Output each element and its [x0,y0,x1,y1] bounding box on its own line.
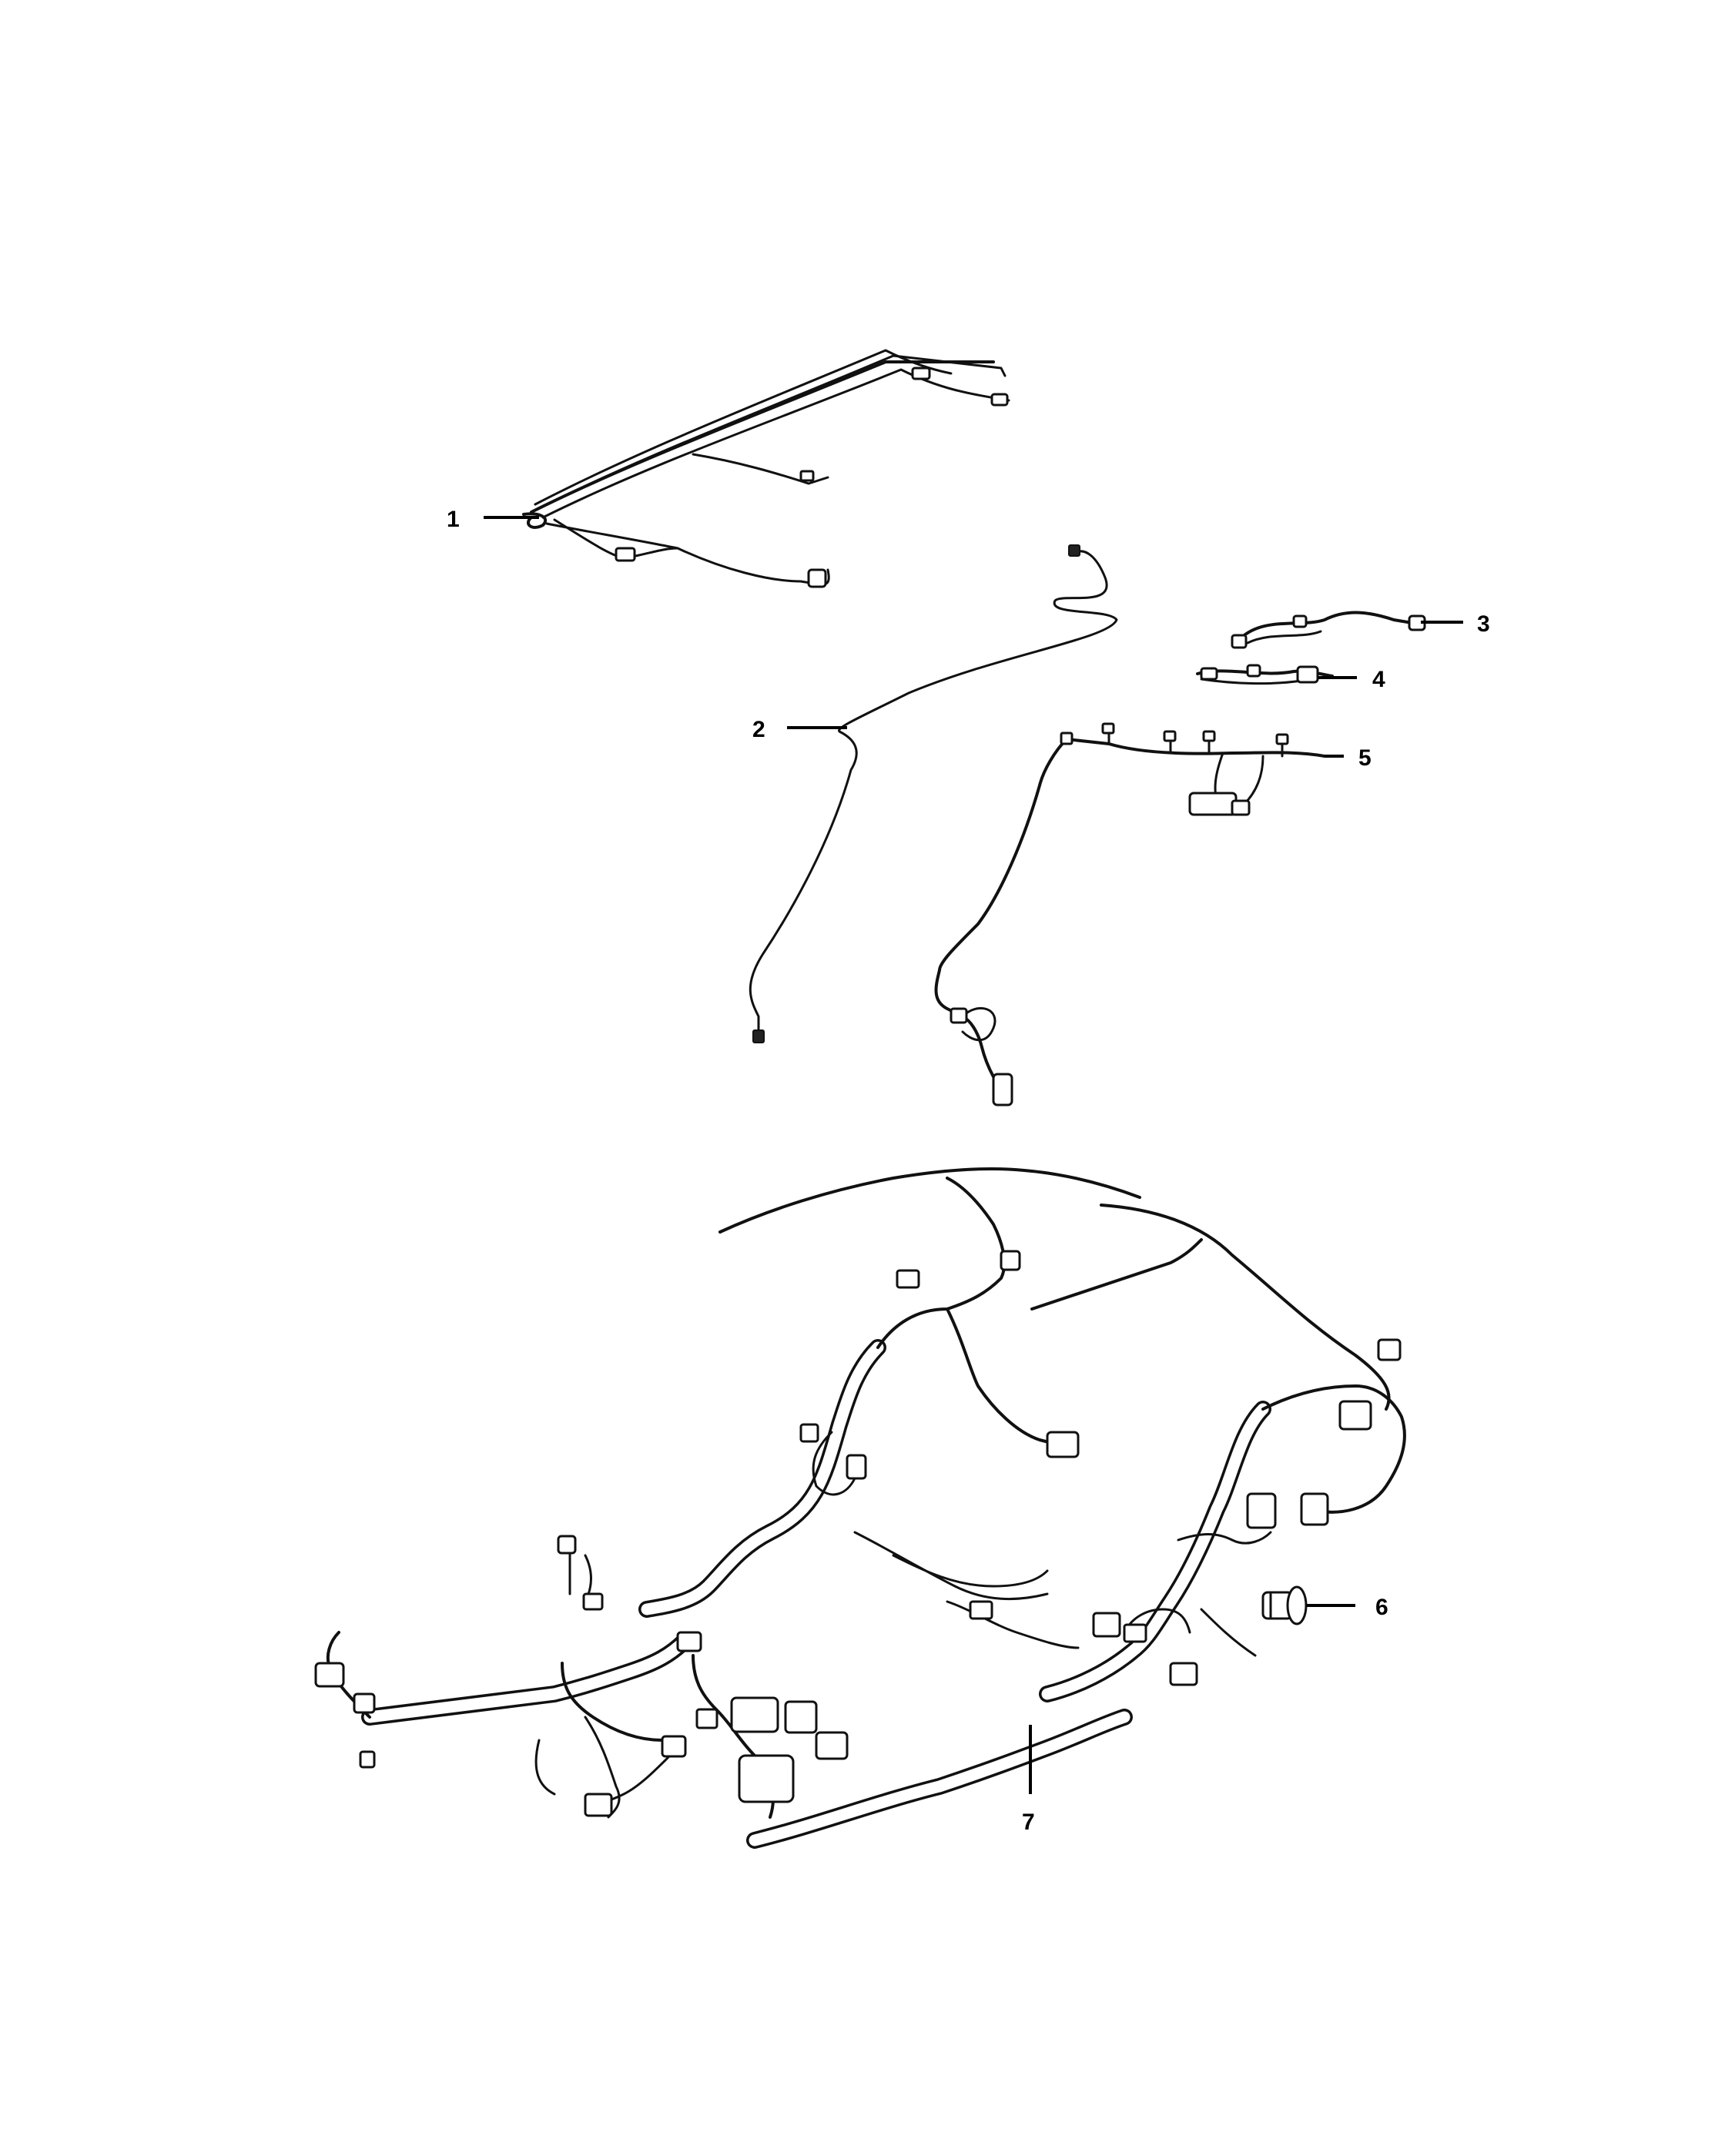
harness-part-7 [314,1167,1406,1849]
callout-4: 4 [1318,667,1385,692]
callout-number: 7 [1022,1810,1035,1835]
callout-1: 1 [447,507,539,532]
harness-part-4 [1196,664,1334,685]
harness-part-1 [522,349,1010,588]
callout-number: 1 [447,507,460,532]
harness-part-3 [1231,611,1426,649]
callout-number: 4 [1372,667,1385,692]
callout-number: 5 [1358,745,1372,771]
callout-3: 3 [1421,611,1490,637]
callout-6: 6 [1306,1595,1388,1620]
callout-number: 3 [1477,611,1490,637]
harness-part-2 [749,544,1118,1043]
grommet-part-6 [1261,1585,1308,1625]
callout-number: 2 [752,717,765,742]
callout-7: 7 [1022,1725,1035,1835]
callout-number: 6 [1375,1595,1388,1620]
callout-2: 2 [752,717,847,742]
harness-part-5 [934,722,1326,1106]
callout-5: 5 [1325,745,1372,771]
